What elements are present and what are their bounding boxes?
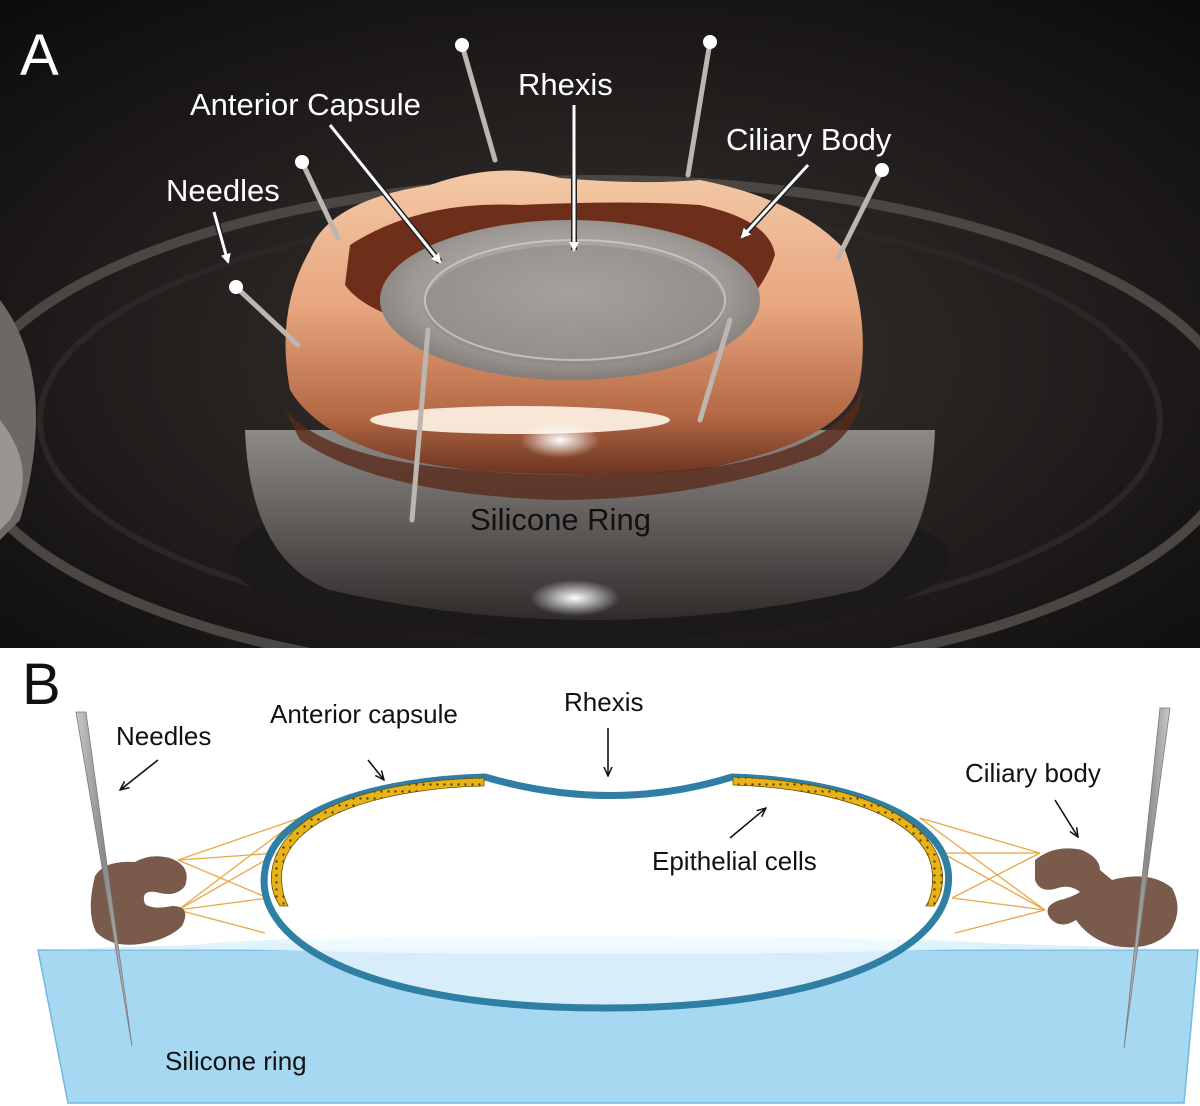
- panel-letter-b: B: [22, 652, 61, 717]
- rhexis-opening: [425, 245, 725, 365]
- schematic-panel: B: [0, 648, 1200, 1106]
- label-silicone-ring-photo: Silicone Ring: [470, 502, 651, 537]
- needles-photo: [233, 39, 885, 523]
- zonules-right: [919, 817, 1046, 934]
- label-ciliary-body-photo: Ciliary Body: [726, 122, 892, 157]
- label-needles-photo: Needles: [166, 173, 280, 208]
- arrow-ciliary-body-photo: [740, 163, 810, 239]
- dish-rim-outer: [0, 175, 1200, 648]
- zonules-left: [177, 817, 301, 934]
- needle-heads-photo: [229, 35, 889, 294]
- needle-right: [1123, 707, 1171, 1049]
- photo-panel: A Anterior Capsule Rhexis Ciliary Body N…: [0, 0, 1200, 648]
- epithelial-cells-right: [732, 776, 943, 907]
- arrow-epithelial-cells: [729, 808, 766, 839]
- label-anterior-capsule: Anterior capsule: [270, 699, 458, 729]
- rhexis-edge: [484, 775, 733, 797]
- needle-left: [75, 711, 133, 1047]
- label-needles: Needles: [116, 721, 211, 751]
- label-ciliary-body: Ciliary body: [965, 758, 1101, 788]
- panel-letter-a: A: [20, 23, 59, 88]
- schematic-diagram: B: [22, 652, 1199, 1104]
- arrow-needles: [120, 759, 159, 790]
- epithelial-cells-left: [271, 777, 485, 907]
- lens-capsule: [260, 773, 953, 1012]
- light-reflection-band: [370, 406, 670, 434]
- label-anterior-capsule-photo: Anterior Capsule: [190, 87, 421, 122]
- arrows-photo: [211, 105, 811, 264]
- photo-illustration: A Anterior Capsule Rhexis Ciliary Body N…: [0, 0, 1200, 648]
- label-silicone-ring: Silicone ring: [165, 1046, 307, 1076]
- ciliary-body-right: [1035, 848, 1178, 948]
- arrow-ciliary-body: [1054, 799, 1078, 837]
- arrow-anterior-capsule: [367, 759, 384, 780]
- label-rhexis-photo: Rhexis: [518, 67, 613, 102]
- label-epithelial-cells: Epithelial cells: [652, 846, 817, 876]
- label-rhexis: Rhexis: [564, 687, 643, 717]
- light-reflection-bottom: [530, 580, 620, 616]
- arrow-needles-photo: [212, 211, 231, 264]
- arrow-anterior-capsule-photo: [328, 124, 442, 264]
- pointer-arrows: [120, 728, 1078, 839]
